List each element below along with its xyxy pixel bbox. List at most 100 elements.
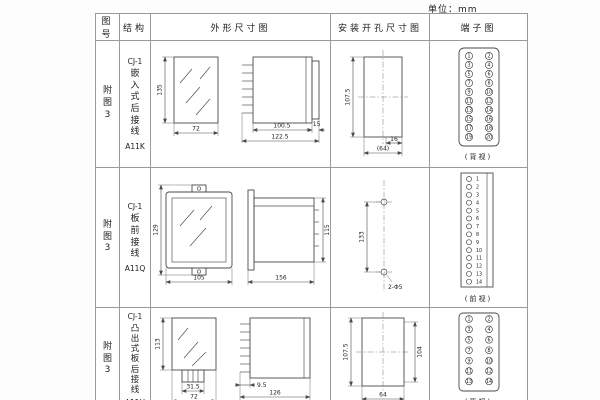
terminal-number: 17 (465, 126, 471, 132)
dim-hole-spacing: 133 (358, 231, 365, 243)
view-label: (前视) (464, 295, 493, 303)
outline-drawing-a11h: 113 31.5 72 (154, 317, 310, 400)
dim-flange: 15 (312, 121, 320, 128)
terminal-number: 19 (465, 135, 471, 141)
terminal-number: 3 (467, 327, 470, 333)
structure-model: CJ-1 (127, 56, 143, 66)
terminal-1 (464, 315, 473, 323)
terminal-16 (484, 115, 493, 123)
terminal-8 (465, 231, 472, 238)
terminal-11 (464, 97, 473, 105)
figure-number: 附图3 (103, 219, 113, 254)
install-drawing-a11k: 107.5 16 (64) (344, 50, 408, 156)
col-header-figure-no: 图号 (95, 13, 120, 41)
dim-front-height: 113 (154, 338, 161, 350)
dim-holes: 2-Φ5 (388, 284, 403, 291)
terminal-number: 3 (476, 193, 479, 199)
terminal-14 (465, 278, 472, 285)
spec-table: 图号 结构 外形尺寸图 安装开孔尺寸图 端子图 附图3 CJ-1 嵌入式后接线 … (95, 13, 528, 400)
terminal-number: 9 (467, 358, 470, 364)
terminal-7 (465, 223, 472, 230)
terminal-number: 12 (485, 369, 491, 375)
dim-front-height: 129 (152, 224, 159, 236)
header-row: 图号 结构 外形尺寸图 安装开孔尺寸图 端子图 (95, 13, 528, 41)
terminal-14 (484, 106, 493, 114)
structure-text: CJ-1 板前接线 A11Q (120, 202, 150, 273)
terminal-number: 13 (476, 272, 482, 278)
outline-cell: 129 105 (150, 167, 331, 308)
terminal-3 (464, 325, 473, 334)
terminal-3 (464, 61, 473, 69)
terminal-number: 10 (485, 90, 491, 96)
terminal-number: 14 (476, 279, 482, 285)
structure-code: A11Q (124, 263, 146, 273)
terminal-number: 4 (487, 63, 490, 69)
terminal-20 (484, 133, 493, 141)
terminal-2 (465, 184, 472, 190)
figure-no-cell: 附图3 (95, 307, 120, 400)
terminal-number: 1 (467, 317, 470, 323)
terminal-number: 7 (467, 348, 470, 354)
terminal-9 (464, 356, 473, 365)
dim-total-depth: 156 (275, 275, 287, 282)
terminal-number: 10 (476, 248, 482, 254)
figure-number: 附图3 (103, 86, 113, 120)
terminal-4 (484, 61, 493, 69)
dim-front-width: 72 (192, 126, 200, 133)
dim-case-depth: 100.5 (273, 123, 290, 130)
terminal-number: 5 (467, 338, 470, 344)
figure-no-cell: 附图3 (95, 167, 120, 308)
structure-model: CJ-1 (127, 311, 143, 321)
terminal-number: 8 (487, 348, 490, 354)
terminal-5 (465, 207, 472, 214)
terminal-number: 9 (476, 240, 479, 246)
terminal-9 (464, 88, 473, 96)
structure-cell: CJ-1 板前接线 A11Q (119, 167, 151, 308)
table-row-a11q: 附图3 CJ-1 板前接线 A11Q (95, 167, 528, 308)
terminal-11 (464, 367, 473, 375)
col-header-outline: 外形尺寸图 (150, 13, 331, 41)
terminal-2 (484, 315, 493, 323)
terminal-number: 11 (465, 369, 471, 375)
terminal-3 (465, 191, 472, 198)
terminal-6 (465, 215, 472, 222)
install-drawing-a11h: 107.5 104 64 (342, 312, 423, 400)
terminal-number: 8 (476, 232, 479, 238)
dim-front-height: 135 (156, 84, 163, 96)
terminal-number: 13 (465, 108, 471, 114)
terminal-number: 5 (476, 208, 479, 214)
structure-desc: 凸出式板后接线 (130, 323, 140, 395)
terminal-5 (464, 336, 473, 344)
outline-drawing-a11q: 129 105 (152, 184, 330, 285)
terminal-15 (464, 115, 473, 123)
terminal-number: 12 (476, 264, 482, 270)
terminal-number: 14 (485, 108, 491, 114)
outline-cell: 113 31.5 72 (150, 307, 331, 400)
terminal-number: 1 (476, 177, 479, 183)
structure-text: CJ-1 嵌入式后接线 A11K (120, 57, 150, 151)
terminal-number: 7 (467, 81, 470, 87)
outline-drawing-a11k: 135 72 (156, 56, 325, 143)
terminal-6 (484, 336, 493, 344)
terminal-number: 11 (465, 99, 471, 105)
terminal-number: 5 (467, 72, 470, 78)
terminal-number: 6 (476, 216, 479, 222)
terminal-13 (464, 377, 473, 386)
terminal-number: 4 (476, 200, 479, 206)
structure-cell: CJ-1 嵌入式后接线 A11K (119, 40, 151, 168)
structure-model: CJ-1 (127, 202, 143, 212)
terminal-number: 7 (476, 224, 479, 230)
structure-code: A11K (125, 142, 145, 152)
dim-cutout-width: 64 (379, 392, 387, 399)
terminal-number: 6 (487, 72, 490, 78)
terminal-number: 9 (467, 90, 470, 96)
terminal-14 (484, 377, 493, 386)
terminal-11 (465, 255, 472, 261)
terminal-2 (484, 52, 493, 60)
terminal-number: 10 (485, 358, 491, 364)
terminal-number: 20 (485, 135, 491, 141)
terminal-1 (465, 176, 472, 182)
